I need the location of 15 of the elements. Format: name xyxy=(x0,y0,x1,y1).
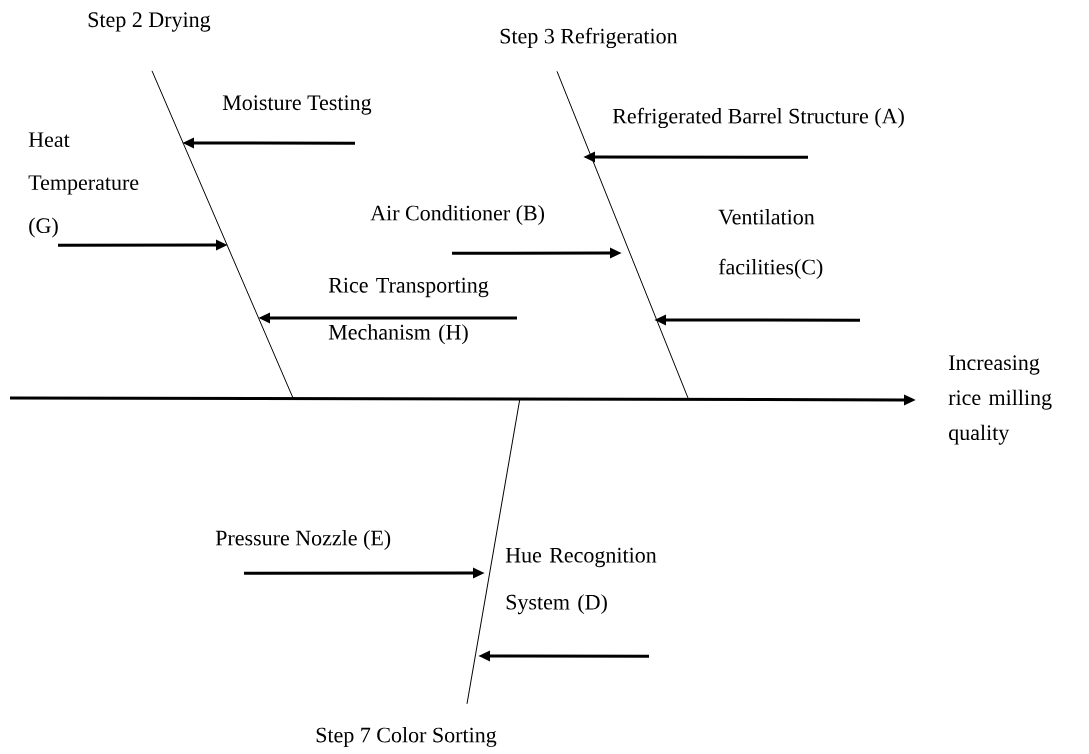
category-label: Step 2 Drying xyxy=(88,12,211,32)
fishbone-line xyxy=(556,70,689,399)
fishbone-line xyxy=(151,70,294,399)
cause-label: Heat Temperature (G) xyxy=(28,132,139,238)
cause-label: Pressure Nozzle (E) xyxy=(215,530,391,550)
fishbone-line xyxy=(466,397,521,705)
category-label: Step 3 Refrigeration xyxy=(500,27,678,49)
effect-label: Increasing rice milling quality xyxy=(948,355,1052,445)
cause-label: Ventilation facilities(C) xyxy=(718,209,823,279)
cause-label: Rice Transporting Mechanism (H) xyxy=(328,277,489,345)
category-label: Step 7 Color Sorting xyxy=(316,727,497,747)
cause-label: Refrigerated Barrel Structure (A) xyxy=(612,107,904,129)
cause-label: Hue Recognition System (D) xyxy=(505,547,657,615)
cause-label: Moisture Testing xyxy=(222,95,372,115)
cause-label: Air Conditioner (B) xyxy=(370,205,544,225)
